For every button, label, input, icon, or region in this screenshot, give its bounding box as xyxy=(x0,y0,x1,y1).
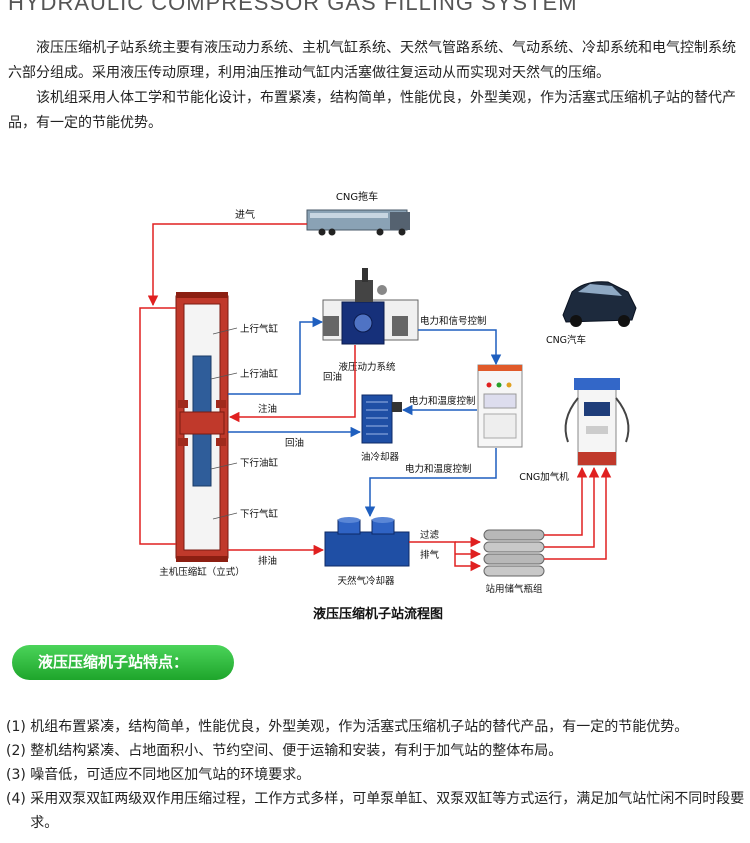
feature-item: (3) 噪音低，可适应不同地区加气站的环境要求。 xyxy=(6,763,746,787)
oil-cooler-icon xyxy=(361,394,402,444)
dispense-pipe-1 xyxy=(544,466,588,536)
upper-oil-cyl-label: 上行油缸 xyxy=(240,368,279,380)
gas-cooler-label: 天然气冷却器 xyxy=(337,575,395,587)
feature-number: (4) xyxy=(6,791,31,807)
cng-dispenser-icon xyxy=(564,378,630,466)
power-temp-label-1: 电力和温度控制 xyxy=(409,395,476,407)
feature-text: 噪音低，可适应不同地区加气站的环境要求。 xyxy=(30,767,311,783)
trailer-label: CNG拖车 xyxy=(336,190,378,203)
upper-gas-cyl-label: 上行气缸 xyxy=(240,323,279,335)
car-label: CNG汽车 xyxy=(546,334,586,346)
hydraulic-power-label: 液压动力系统 xyxy=(338,361,396,373)
lower-gas-leader xyxy=(212,512,238,520)
feature-item: (1) 机组布置紧凑，结构简单，性能优良，外型美观，作为活塞式压缩机子站的替代产… xyxy=(6,715,746,739)
diagram-caption: 液压压缩机子站流程图 xyxy=(313,606,443,622)
gas-loop-pipe xyxy=(139,307,176,545)
upper-oil-leader xyxy=(210,372,238,380)
filter-label: 过滤 xyxy=(420,529,440,541)
storage-cylinders-icon xyxy=(483,529,545,577)
gas-cooler-icon xyxy=(324,517,410,567)
intro-paragraph-1: 液压压缩机子站系统主要有液压动力系统、主机气缸系统、天然气管路系统、气动系统、冷… xyxy=(8,40,736,81)
features-list: (1) 机组布置紧凑，结构简单，性能优良，外型美观，作为活塞式压缩机子站的替代产… xyxy=(6,715,746,835)
return-oil-pipe-1 xyxy=(228,316,324,395)
feature-text: 整机结构紧凑、占地面积小、节约空间、便于运输和安装，有利于加气站的整体布局。 xyxy=(30,743,563,759)
power-temp-label-2: 电力和温度控制 xyxy=(405,463,472,475)
dispense-pipe-2 xyxy=(544,466,600,548)
feature-text: 机组布置紧凑，结构简单，性能优良，外型美观，作为活塞式压缩机子站的替代产品，有一… xyxy=(30,719,689,735)
feature-item: (4) 采用双泵双缸两级双作用压缩过程，工作方式多样，可单泵单缸、双泵双缸等方式… xyxy=(6,787,746,835)
storage-label: 站用储气瓶组 xyxy=(485,583,543,595)
lower-oil-leader xyxy=(210,462,238,470)
main-cylinder-label: 主机压缩缸（立式） xyxy=(159,566,245,578)
dispense-pipe-3 xyxy=(544,466,612,560)
lower-gas-cyl-label: 下行气缸 xyxy=(240,508,279,520)
inlet-label: 进气 xyxy=(235,208,255,221)
inject-oil-label: 注油 xyxy=(258,403,277,415)
intro-paragraph-2: 该机组采用人体工学和节能化设计，布置紧凑，结构简单，性能优良，外型美观，作为活塞… xyxy=(8,90,736,131)
exhaust-label: 排气 xyxy=(420,549,440,561)
main-cylinder-icon xyxy=(175,292,229,562)
feature-item: (2) 整机结构紧凑、占地面积小、节约空间、便于运输和安装，有利于加气站的整体布… xyxy=(6,739,746,763)
discharge-oil-label: 排油 xyxy=(258,555,277,567)
inject-oil-pipe xyxy=(228,345,356,423)
return-oil-label-1: 回油 xyxy=(323,371,342,383)
features-title-badge: 液压压缩机子站特点： xyxy=(12,645,234,680)
feature-number: (1) xyxy=(6,719,31,735)
dispenser-label: CNG加气机 xyxy=(519,471,569,483)
hydraulic-power-unit-icon xyxy=(322,268,419,345)
return-oil-label-2: 回油 xyxy=(285,437,304,449)
feature-number: (3) xyxy=(6,767,31,783)
inlet-pipe xyxy=(147,223,307,307)
power-signal-label: 电力和信号控制 xyxy=(420,315,487,327)
cng-car-icon xyxy=(562,281,637,327)
lower-oil-cyl-label: 下行油缸 xyxy=(240,457,279,469)
flow-diagram: CNG拖车 进气 上行气缸 上行油缸 下行油缸 下行气缸 主机压缩缸（立式） 液… xyxy=(139,190,637,622)
upper-gas-leader xyxy=(212,327,238,335)
oil-cooler-label: 油冷却器 xyxy=(361,451,400,463)
feature-number: (2) xyxy=(6,743,31,759)
intro-text: 液压压缩机子站系统主要有液压动力系统、主机气缸系统、天然气管路系统、气动系统、冷… xyxy=(8,36,740,136)
power-signal-line xyxy=(418,329,502,366)
feature-text: 采用双泵双缸两级双作用压缩过程，工作方式多样，可单泵单缸、双泵双缸等方式运行，满… xyxy=(30,791,745,831)
header-title: HYDRAULIC COMPRESSOR GAS FILLING SYSTEM xyxy=(8,0,578,15)
cng-trailer-icon xyxy=(306,209,410,236)
power-temp-line-2 xyxy=(364,448,497,518)
control-cabinet-icon xyxy=(477,364,523,448)
